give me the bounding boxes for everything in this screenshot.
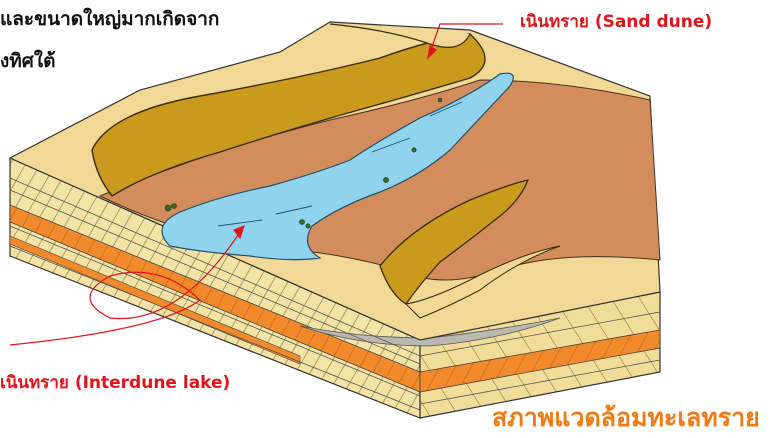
sand-dune-back [91,33,486,197]
orange-stratum-right [419,329,661,393]
sand-dune-label: เนินทราย (Sand dune) [520,12,713,32]
orange-stratum-lower [9,235,301,365]
label-leaders [9,23,503,346]
lake-leader [9,225,245,346]
diagram-caption: สภาพแวดล้อมทะเลทราย [492,403,760,432]
grey-lens [299,317,561,347]
intro-text-line-1: และขนาดใหญ่มากเกิดจาก [0,8,220,30]
block-top-surface [8,21,661,341]
block-sides [9,157,661,419]
interdune-lake-label: เนินทราย (Interdune lake) [0,373,231,393]
intro-text-line-2: งทิศใต้ [0,50,56,72]
interdune-lake [161,72,514,261]
